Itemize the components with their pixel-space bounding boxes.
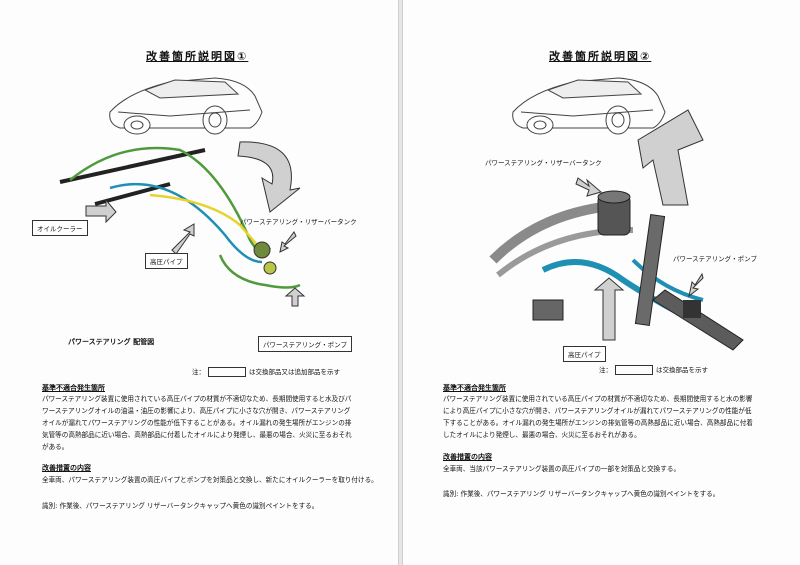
- defect-line: ワーステアリングオイルの油温・油圧の影響により、高圧パイプに小さな穴が開き、パワ…: [42, 407, 351, 415]
- defect-line: パワーステアリング装置に使用されている高圧パイプの材質が不適切なため、長期間使用…: [42, 395, 352, 403]
- defect-text: パワーステアリング装置に使用されている高圧パイプの材質が不適切なため、長期間使用…: [42, 393, 352, 453]
- defect-line: 気管等の高熱部品に近い場合、高熱部品に付着したオイルにより発煙し、最悪の場合、火…: [42, 431, 352, 439]
- pipe-yellow: [149, 193, 259, 247]
- label-pump: パワーステアリング・ポンプ: [673, 255, 757, 263]
- defect-line: パワーステアリング装置に使用されている高圧パイプの材質が不適切なため、長期間使用…: [443, 395, 753, 403]
- piping-diagram-2: [489, 77, 744, 351]
- pipe-blue: [109, 182, 263, 264]
- legend-box: [615, 365, 653, 375]
- label-high-pressure-pipe: 高圧パイプ: [563, 346, 606, 362]
- assembly-photo: [489, 190, 744, 351]
- arrow-oil-cooler: [85, 198, 117, 224]
- label-reservoir-tank: パワーステアリング・リザーバータンク: [240, 218, 357, 226]
- note-prefix: 注：: [599, 366, 612, 374]
- note-prefix: 注：: [192, 368, 205, 376]
- arrow-reservoir: [575, 177, 603, 197]
- marking-text: 識別: 作業後、パワーステアリング リザーバータンクキャップへ黄色の識別ペイント…: [443, 490, 720, 498]
- arrow-pump: [284, 287, 306, 307]
- note-text: は交換部品又は追加部品を示す: [249, 368, 340, 376]
- pump-shape: [263, 261, 277, 275]
- big-curved-arrow: [637, 109, 704, 206]
- remedy-line: 全車両、パワーステアリング装置の高圧パイプとポンプを対策品と交換し、新たにオイル…: [42, 476, 378, 484]
- remedy-line: 全車両、当該パワーステアリング装置の高圧パイプの一部を対策品と交換する。: [443, 465, 681, 473]
- arrow-pump: [688, 272, 704, 298]
- reservoir-tank-shape: [253, 241, 271, 259]
- arrow-high-pressure-pipe: [171, 223, 195, 255]
- arrow-reservoir: [279, 231, 297, 253]
- piping-diagram-1: [59, 77, 306, 307]
- defect-line: オイルが漏れてパワーステアリングの性能が低下することがある。オイル漏れの発生場所…: [42, 419, 352, 427]
- diagram-caption: パワーステアリング 配管図: [68, 338, 155, 346]
- remedy-heading: 改善措置の内容: [443, 453, 492, 461]
- note-text: は交換部品を示す: [656, 366, 708, 374]
- defect-line: により高圧パイプに小さな穴が開き、パワーステアリングオイルが漏れてパワーステアリ…: [443, 407, 752, 415]
- legend-box: [208, 367, 246, 377]
- defect-line: がある。: [42, 443, 69, 451]
- label-pump: パワーステアリング・ポンプ: [258, 336, 352, 352]
- defect-line: 下することがある。オイル漏れの発生場所がエンジンの排気管等の高熱部品に近い場合、…: [443, 419, 753, 427]
- page-title: 改善箇所説明図②: [549, 50, 652, 63]
- car-illustration: [512, 77, 666, 135]
- legend-note: 注： は交換部品を示す: [599, 364, 708, 375]
- remedy-heading: 改善措置の内容: [42, 464, 91, 472]
- label-oil-cooler: オイルクーラー: [32, 220, 88, 236]
- legend-note: 注： は交換部品又は追加部品を示す: [192, 366, 340, 377]
- page-2: 改善箇所説明図②: [402, 0, 800, 565]
- car-illustration: [109, 77, 263, 135]
- label-reservoir-tank: パワーステアリング・リザーバータンク: [485, 159, 602, 167]
- defect-text: パワーステアリング装置に使用されている高圧パイプの材質が不適切なため、長期間使用…: [443, 393, 753, 441]
- remedy-text: 全車両、当該パワーステアリング装置の高圧パイプの一部を対策品と交換する。: [443, 463, 680, 475]
- defect-heading: 基準不適合発生箇所: [42, 384, 105, 392]
- big-curved-arrow: [237, 141, 301, 213]
- steering-rack: [59, 148, 206, 206]
- page-title: 改善箇所説明図①: [146, 50, 249, 63]
- label-high-pressure-pipe: 高圧パイプ: [145, 253, 188, 269]
- defect-line: したオイルにより発煙し、最悪の場合、火災に至るおそれがある。: [443, 431, 641, 439]
- arrow-high-pressure-pipe: [593, 277, 625, 341]
- defect-heading: 基準不適合発生箇所: [443, 384, 506, 392]
- page-1: 改善箇所説明図①: [0, 0, 399, 565]
- marking-text: 識別: 作業後、パワーステアリング リザーバータンクキャップへ黄色の識別ペイント…: [42, 502, 319, 510]
- remedy-text: 全車両、パワーステアリング装置の高圧パイプとポンプを対策品と交換し、新たにオイル…: [42, 474, 378, 486]
- pipe-green: [69, 146, 272, 254]
